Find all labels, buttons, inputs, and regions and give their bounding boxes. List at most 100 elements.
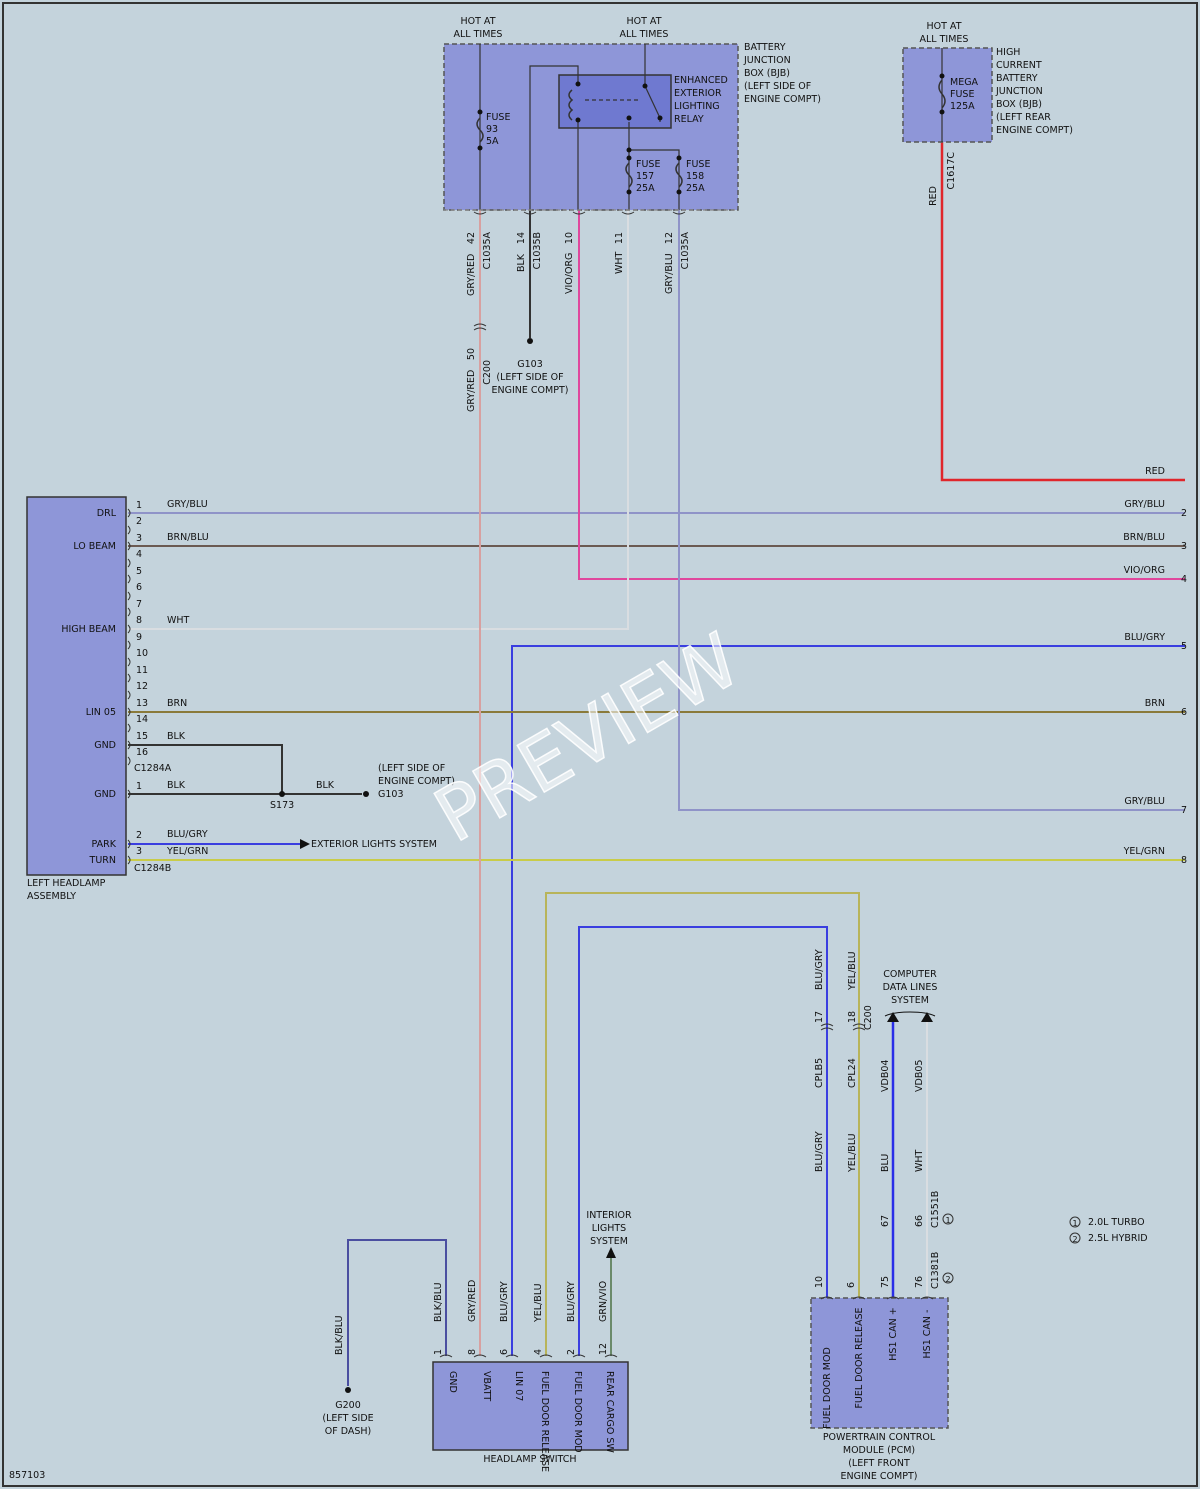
svg-text:BLU/GRY: BLU/GRY — [167, 829, 208, 840]
svg-text:18: 18 — [847, 1011, 858, 1023]
wire-label-wht: WHT — [614, 251, 625, 274]
svg-text:REAR CARGO SW: REAR CARGO SW — [604, 1371, 615, 1453]
svg-text:2: 2 — [1072, 1235, 1077, 1244]
svg-text:1: 1 — [433, 1349, 444, 1355]
svg-text:GRY/RED: GRY/RED — [467, 1280, 478, 1322]
svg-text:LIN 05: LIN 05 — [86, 707, 116, 718]
svg-text:GRN/VIO: GRN/VIO — [598, 1281, 609, 1322]
svg-text:LIN 07: LIN 07 — [513, 1371, 524, 1401]
svg-text:14: 14 — [136, 714, 148, 725]
wire-label-blk-blu: BLK/BLU — [334, 1315, 345, 1355]
wire-label-gry-red-2: GRY/RED — [466, 370, 477, 412]
svg-text:3: 3 — [136, 846, 142, 857]
svg-text:10: 10 — [136, 648, 148, 659]
svg-text:BLK: BLK — [167, 731, 186, 742]
pcm-pin-names: FUEL DOOR MOD FUEL DOOR RELEASE HS1 CAN … — [822, 1307, 933, 1429]
variant-marks — [942, 1213, 954, 1284]
headlamp-connector-marks — [127, 508, 131, 865]
svg-text:BLU/GRY: BLU/GRY — [814, 1131, 825, 1172]
switch-wire-labels: BLK/BLU GRY/RED BLU/GRY YEL/BLU BLU/GRY … — [433, 1280, 609, 1323]
svg-text:12: 12 — [136, 681, 148, 692]
svg-text:BLU/GRY: BLU/GRY — [499, 1281, 510, 1322]
svg-text:2: 2 — [1181, 508, 1187, 519]
splice-s173-label: S173 — [270, 800, 294, 811]
wire-blu-gry-5 — [511, 645, 1185, 1356]
pin-42: 42 — [466, 232, 477, 244]
switch-pin-numbers: 1 8 6 4 2 12 — [433, 1343, 609, 1355]
switch-pin-names: GND VBATT LIN 07 FUEL DOOR RELEASE FUEL … — [447, 1371, 615, 1472]
svg-text:1: 1 — [136, 500, 142, 511]
right-edge-labels: RED GRY/BLU 2 BRN/BLU 3 VIO/ORG 4 BLU/GR… — [1123, 466, 1187, 866]
svg-text:67: 67 — [880, 1215, 891, 1227]
svg-text:6: 6 — [1181, 707, 1187, 718]
svg-text:C200: C200 — [863, 1005, 874, 1030]
pcm-wire-labels: BLU/GRY YEL/BLU BLU WHT CPLB5 CPL24 VDB0… — [814, 949, 925, 1173]
svg-text:FUEL DOOR RELEASE: FUEL DOOR RELEASE — [854, 1307, 865, 1408]
svg-text:2.0L TURBO: 2.0L TURBO — [1088, 1217, 1145, 1228]
powertrain-control-module — [810, 1297, 949, 1429]
svg-text:BLU/GRY: BLU/GRY — [566, 1281, 577, 1322]
wire-label-red: RED — [928, 186, 939, 206]
svg-text:VDB05: VDB05 — [914, 1060, 925, 1092]
hcbjb-internal — [938, 48, 946, 142]
svg-text:4: 4 — [136, 549, 142, 560]
conn-c1035a-1: C1035A — [482, 232, 493, 270]
svg-text:6: 6 — [136, 582, 142, 593]
diagram-id: 857103 — [9, 1470, 45, 1481]
left-headlamp-assembly — [26, 496, 127, 876]
svg-text:8: 8 — [1181, 855, 1187, 866]
svg-text:75: 75 — [880, 1276, 891, 1288]
wire-label-gry-blu: GRY/BLU — [664, 253, 675, 294]
svg-text:HS1 CAN +: HS1 CAN + — [888, 1307, 899, 1360]
headlamp-pin-numbers: 1 2 3 4 5 6 7 8 9 10 11 12 13 14 15 16 C… — [134, 500, 172, 874]
data-lines-bracket — [884, 1011, 936, 1017]
svg-text:GRY/BLU: GRY/BLU — [167, 499, 208, 510]
ground-g103-side — [363, 791, 369, 797]
top-wire-labels: 42 C1035A GRY/RED 14 C1035B BLK 10 VIO/O… — [466, 232, 691, 412]
svg-text:BRN: BRN — [167, 698, 187, 709]
pcm-connector-marks — [820, 1023, 934, 1300]
pin-14: 14 — [516, 232, 527, 244]
svg-text:7: 7 — [136, 599, 142, 610]
hcbjb-dot-1 — [939, 73, 945, 79]
svg-text:BLU: BLU — [880, 1154, 891, 1172]
svg-text:VBATT: VBATT — [481, 1371, 492, 1401]
svg-text:2: 2 — [566, 1349, 577, 1355]
svg-text:2: 2 — [136, 516, 142, 527]
svg-text:BRN: BRN — [1145, 698, 1165, 709]
svg-text:GND: GND — [447, 1371, 458, 1393]
conn-c1035b: C1035B — [532, 232, 543, 269]
svg-text:LO BEAM: LO BEAM — [73, 541, 116, 552]
headlamp-switch-title: HEADLAMP SWITCH — [483, 1454, 576, 1465]
switch-connector-marks — [439, 1354, 618, 1358]
wire-red — [940, 142, 1185, 482]
svg-text:RED: RED — [1145, 466, 1165, 477]
bjb-internal — [444, 44, 738, 211]
svg-text:FUEL DOOR MOD: FUEL DOOR MOD — [572, 1371, 583, 1453]
svg-text:VIO/ORG: VIO/ORG — [1124, 565, 1165, 576]
wire-yel-blu — [545, 892, 860, 1356]
svg-text:5: 5 — [136, 566, 142, 577]
wire-wht — [128, 210, 629, 630]
svg-text:C1551B: C1551B — [930, 1191, 941, 1228]
headlamp-pin-names: DRL LO BEAM HIGH BEAM LIN 05 GND GND PAR… — [61, 508, 116, 866]
hcbjb-dot-2 — [939, 109, 945, 115]
svg-text:CPLB5: CPLB5 — [814, 1058, 825, 1088]
svg-text:13: 13 — [136, 698, 148, 709]
svg-text:C1284B: C1284B — [134, 863, 171, 874]
svg-text:FUEL DOOR MOD: FUEL DOOR MOD — [822, 1347, 833, 1429]
svg-text:CPL24: CPL24 — [847, 1058, 858, 1088]
svg-text:FUEL DOOR RELEASE: FUEL DOOR RELEASE — [539, 1371, 550, 1472]
bjb-connector-marks — [473, 211, 686, 331]
variant-mark-1: 1 — [945, 1216, 950, 1225]
